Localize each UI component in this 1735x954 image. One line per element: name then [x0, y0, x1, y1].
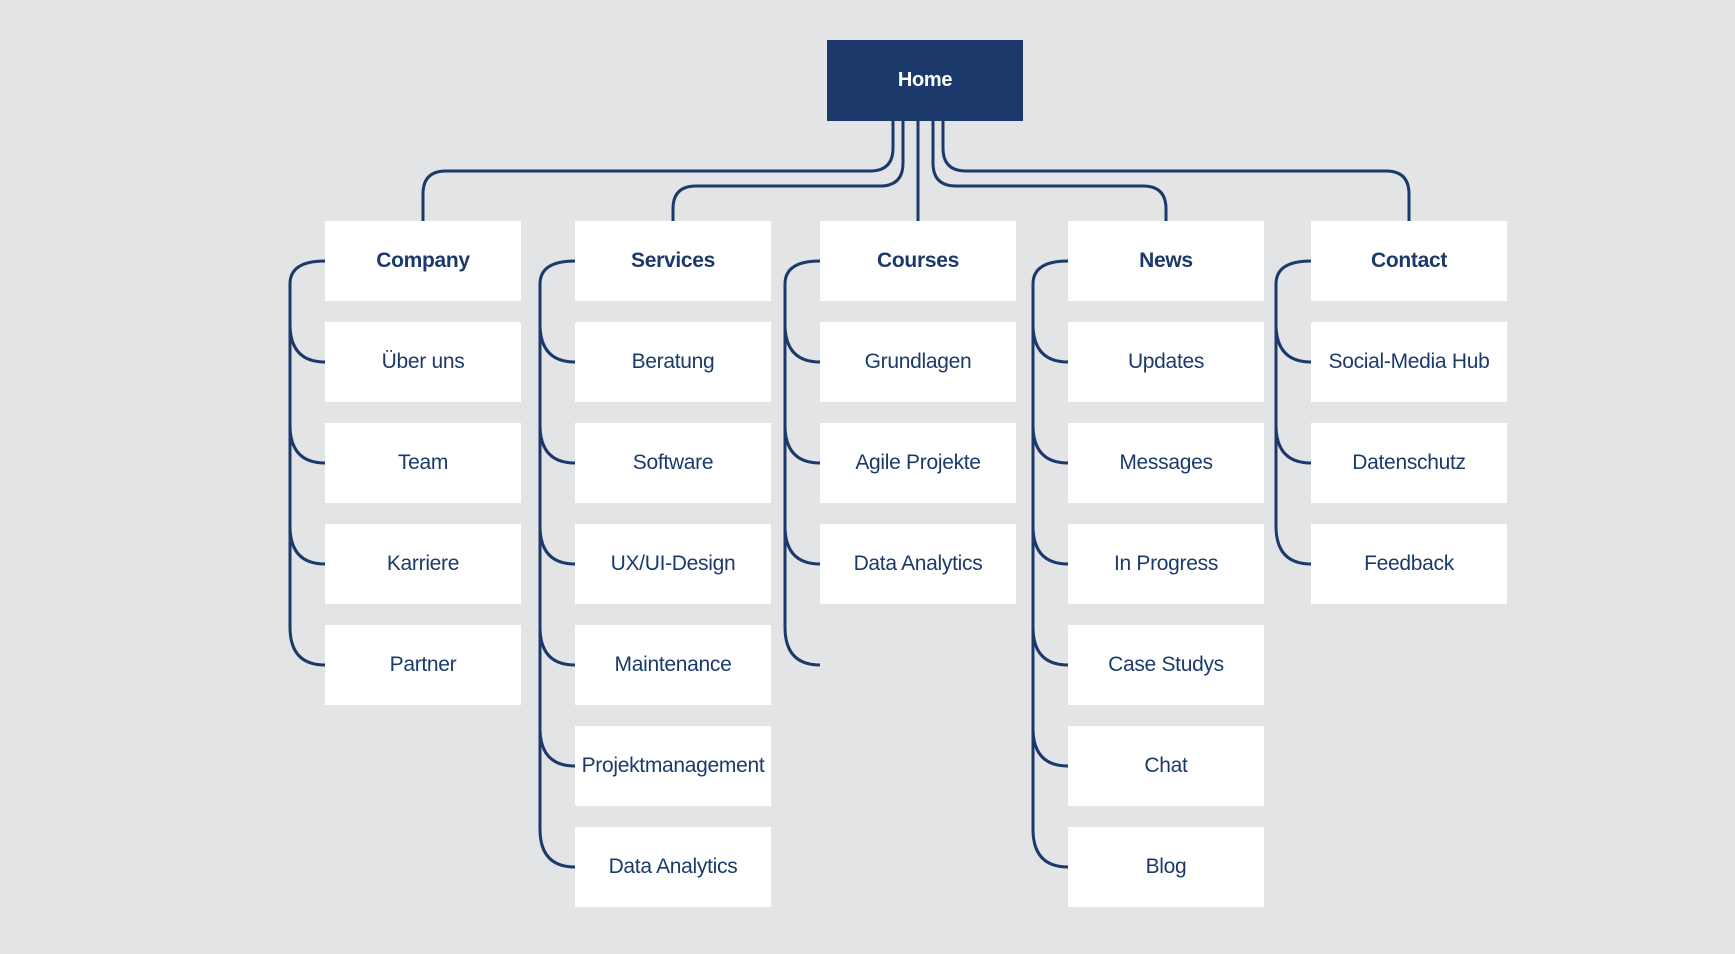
node-datenschutz[interactable]: Datenschutz	[1311, 423, 1507, 503]
branch-courses-2	[783, 525, 821, 566]
branch-services-3	[538, 626, 576, 667]
node-blog[interactable]: Blog	[1068, 827, 1264, 907]
branch-services-2	[538, 525, 576, 566]
connector-home-news	[931, 121, 1168, 221]
branch-news-1	[1031, 424, 1069, 465]
node-chat[interactable]: Chat	[1068, 726, 1264, 806]
node-beratung[interactable]: Beratung	[575, 322, 771, 402]
trunk-company	[288, 259, 326, 667]
branch-news-0	[1031, 323, 1069, 364]
node-grundlagen[interactable]: Grundlagen	[820, 322, 1016, 402]
connector-home-contact	[941, 121, 1411, 221]
node-feedback[interactable]: Feedback	[1311, 524, 1507, 604]
branch-services-4	[538, 727, 576, 768]
trunk-contact	[1274, 259, 1312, 566]
branch-services-1	[538, 424, 576, 465]
trunk-services	[538, 259, 576, 869]
trunk-news	[1031, 259, 1069, 869]
node-ueber-uns[interactable]: Über uns	[325, 322, 521, 402]
node-courses[interactable]: Courses	[820, 221, 1016, 301]
node-ux-ui-design[interactable]: UX/UI-Design	[575, 524, 771, 604]
node-services-data-analytics[interactable]: Data Analytics	[575, 827, 771, 907]
node-case-studys[interactable]: Case Studys	[1068, 625, 1264, 705]
node-partner[interactable]: Partner	[325, 625, 521, 705]
node-in-progress[interactable]: In Progress	[1068, 524, 1264, 604]
node-team[interactable]: Team	[325, 423, 521, 503]
trunk-courses	[783, 259, 821, 667]
branch-news-4	[1031, 727, 1069, 768]
connector-home-company	[421, 121, 895, 221]
node-contact[interactable]: Contact	[1311, 221, 1507, 301]
branch-company-2	[288, 525, 326, 566]
branch-courses-1	[783, 424, 821, 465]
branch-services-0	[538, 323, 576, 364]
node-software[interactable]: Software	[575, 423, 771, 503]
node-maintenance[interactable]: Maintenance	[575, 625, 771, 705]
branch-contact-1	[1274, 424, 1312, 465]
branch-contact-0	[1274, 323, 1312, 364]
node-courses-data-analytics[interactable]: Data Analytics	[820, 524, 1016, 604]
node-projektmanagement[interactable]: Projektmanagement	[575, 726, 771, 806]
node-updates[interactable]: Updates	[1068, 322, 1264, 402]
node-karriere[interactable]: Karriere	[325, 524, 521, 604]
branch-courses-0	[783, 323, 821, 364]
node-agile-projekte[interactable]: Agile Projekte	[820, 423, 1016, 503]
branch-news-3	[1031, 626, 1069, 667]
connector-home-services	[671, 121, 905, 221]
node-social-media-hub[interactable]: Social-Media Hub	[1311, 322, 1507, 402]
branch-company-0	[288, 323, 326, 364]
node-messages[interactable]: Messages	[1068, 423, 1264, 503]
node-news[interactable]: News	[1068, 221, 1264, 301]
node-home[interactable]: Home	[827, 40, 1023, 121]
branch-company-1	[288, 424, 326, 465]
node-company[interactable]: Company	[325, 221, 521, 301]
node-services[interactable]: Services	[575, 221, 771, 301]
branch-news-2	[1031, 525, 1069, 566]
